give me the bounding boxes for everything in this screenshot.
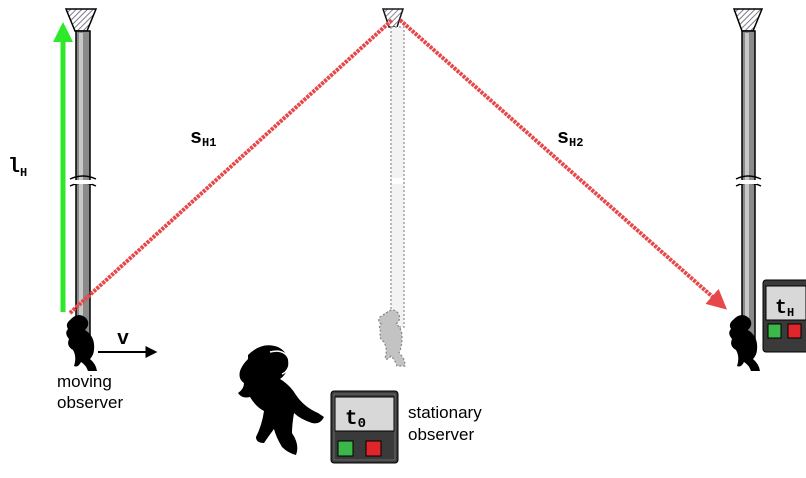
observer-ghost-icon xyxy=(378,309,406,367)
velocity-label: v xyxy=(117,328,129,351)
observer-left-icon xyxy=(66,314,97,371)
pole-icon xyxy=(390,26,405,328)
moving-pole-right xyxy=(732,8,764,346)
t0-label: t0 xyxy=(345,408,366,432)
observer-stationary-icon xyxy=(238,345,324,455)
mirror-icon xyxy=(64,8,98,32)
ghost-pole-middle xyxy=(378,8,406,367)
mirror-icon xyxy=(732,8,764,32)
moving-observer-caption-1: moving xyxy=(57,372,112,391)
stopwatch-icon-t0 xyxy=(330,390,399,464)
height-label: lH xyxy=(8,156,27,180)
light-path-down xyxy=(398,18,727,310)
stationary-observer-caption-2: observer xyxy=(408,425,474,444)
observer-right-icon xyxy=(729,314,760,371)
path2-label: sH2 xyxy=(557,127,583,150)
tH-label: tH xyxy=(775,297,794,320)
stationary-observer-caption-1: stationary xyxy=(408,403,482,422)
stopwatch-icon-tH xyxy=(762,279,806,353)
moving-observer-caption-2: observer xyxy=(57,393,123,412)
path1-label: sH1 xyxy=(190,127,216,150)
light-path-up xyxy=(68,18,394,315)
